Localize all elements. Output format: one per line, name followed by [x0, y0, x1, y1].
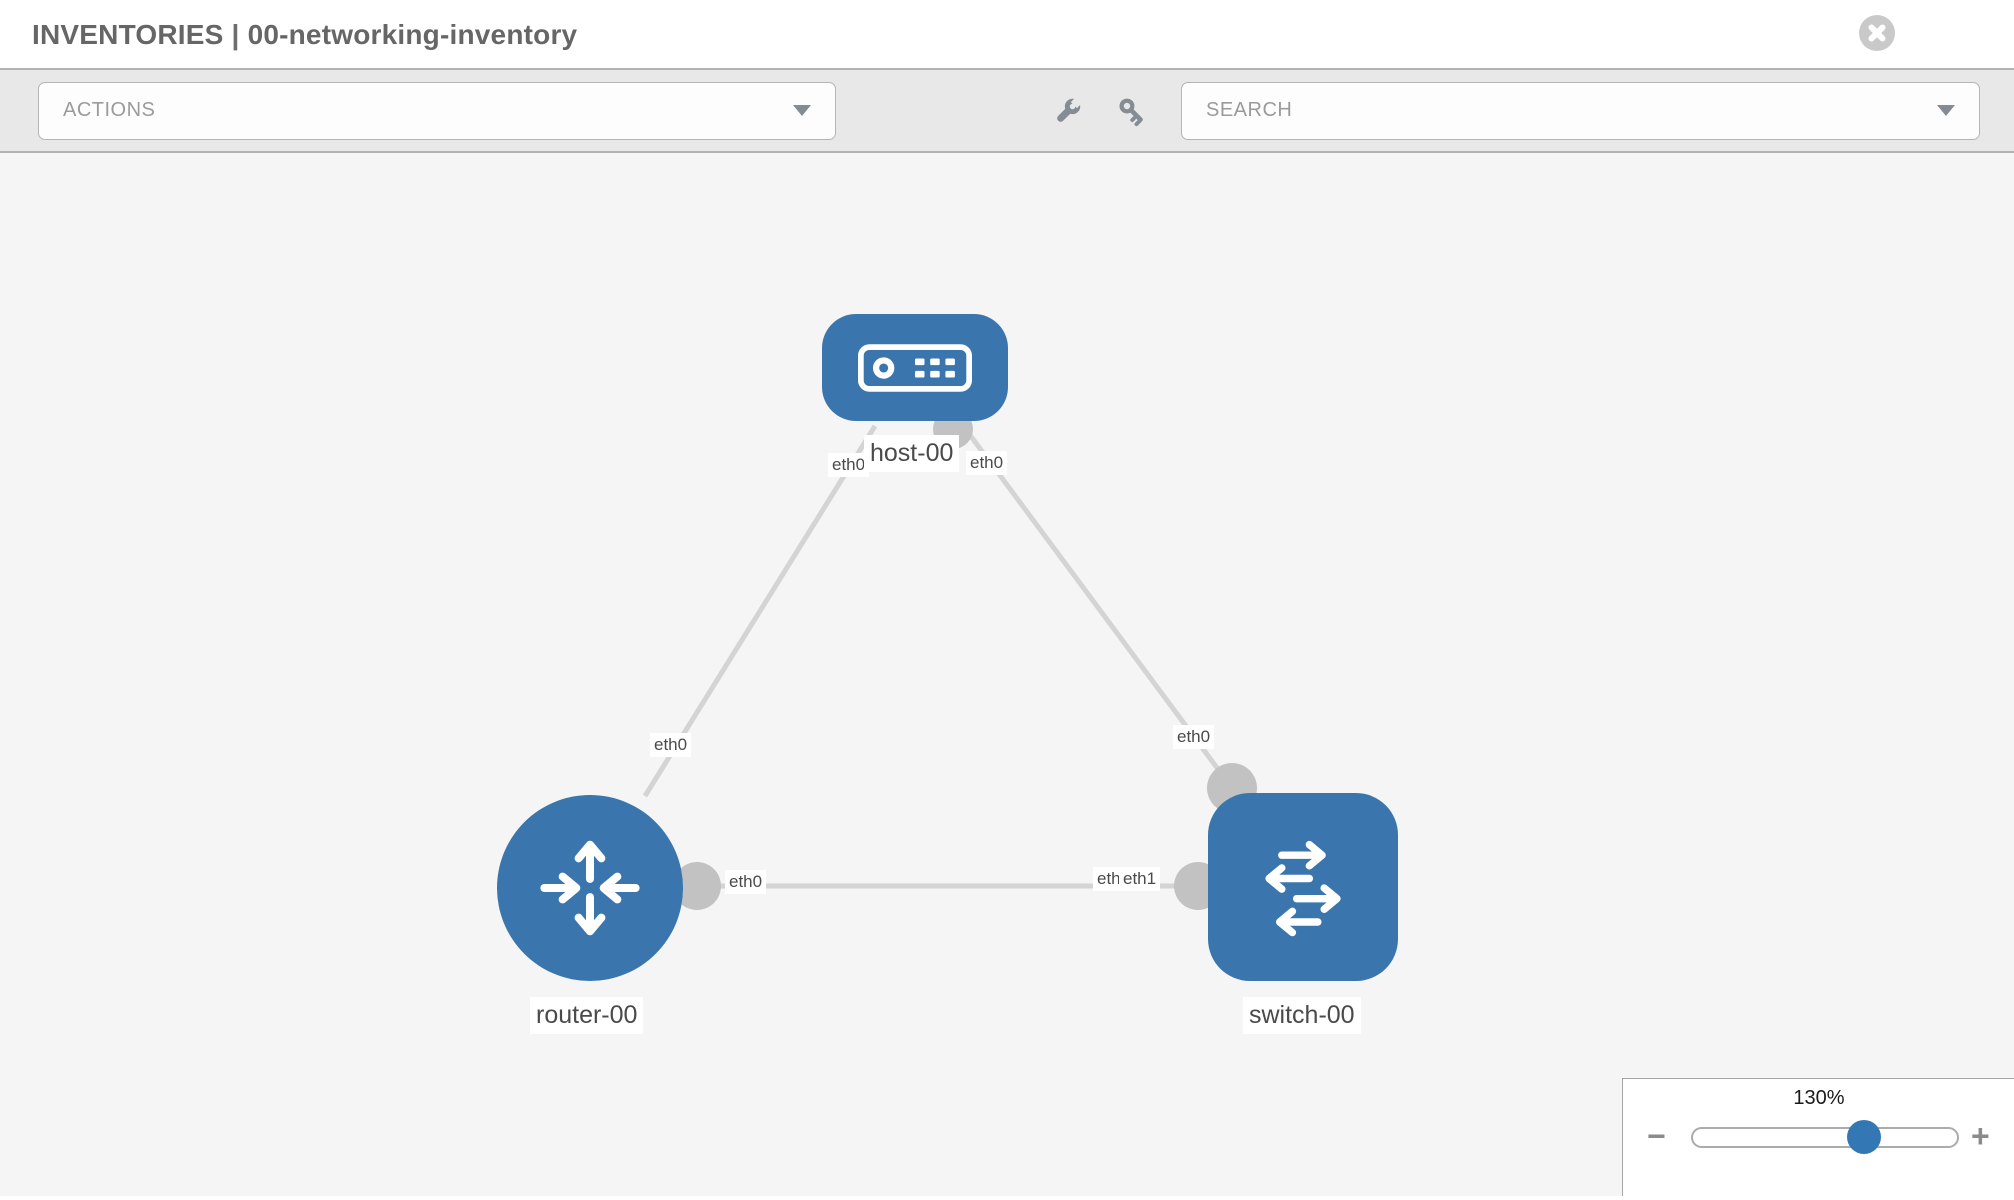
interface-label: eth0 — [650, 733, 692, 757]
node-switch-00[interactable] — [1208, 793, 1398, 981]
chevron-down-icon — [1937, 105, 1955, 116]
node-router-00[interactable] — [497, 795, 683, 981]
zoom-slider[interactable] — [1691, 1120, 1959, 1154]
credentials-tool-button[interactable] — [1116, 94, 1150, 128]
node-label-switch-00: switch-00 — [1243, 997, 1361, 1034]
close-icon — [1868, 24, 1886, 42]
interface-label: eth0 — [828, 453, 870, 477]
zoom-level-value: 130% — [1793, 1087, 1845, 1109]
topology-canvas[interactable]: eth0 host-00 eth0 eth0 eth0 eth0 eth0 et… — [0, 153, 2014, 1196]
breadcrumb-inventory-name: 00-networking-inventory — [247, 19, 578, 50]
switch-icon — [1265, 840, 1341, 937]
configure-tool-button[interactable] — [1051, 94, 1085, 128]
toolbar: ACTIONS SEARCH — [0, 70, 2014, 153]
host-icon — [858, 343, 972, 392]
zoom-panel: 130% − + — [1622, 1078, 2014, 1196]
node-label-router-00: router-00 — [530, 997, 644, 1034]
header: INVENTORIES|00-networking-inventory — [0, 0, 2014, 70]
interface-label: eth1 — [1119, 867, 1161, 891]
actions-dropdown-label: ACTIONS — [63, 99, 156, 121]
zoom-in-button[interactable]: + — [1971, 1118, 1990, 1154]
breadcrumb-separator: | — [231, 19, 240, 50]
search-placeholder: SEARCH — [1206, 99, 1293, 121]
zoom-out-button[interactable]: − — [1647, 1118, 1666, 1154]
zoom-slider-thumb[interactable] — [1847, 1120, 1881, 1154]
node-host-00[interactable] — [822, 314, 1008, 421]
interface-label: eth0 — [966, 451, 1008, 475]
links-layer — [642, 409, 1257, 910]
node-label-host-00: host-00 — [864, 435, 960, 472]
interface-label: eth0 — [725, 870, 767, 894]
page-title: INVENTORIES|00-networking-inventory — [32, 0, 585, 70]
chevron-down-icon — [793, 105, 811, 116]
close-button[interactable] — [1859, 15, 1895, 51]
router-icon — [540, 840, 640, 936]
breadcrumb-section: INVENTORIES — [32, 19, 224, 50]
wrench-icon — [1057, 95, 1084, 122]
key-icon — [1119, 98, 1143, 126]
interface-label: eth0 — [1173, 725, 1215, 749]
actions-dropdown[interactable]: ACTIONS — [38, 81, 836, 140]
search-dropdown[interactable]: SEARCH — [1181, 81, 1980, 140]
port-router-eth0 — [673, 862, 721, 910]
